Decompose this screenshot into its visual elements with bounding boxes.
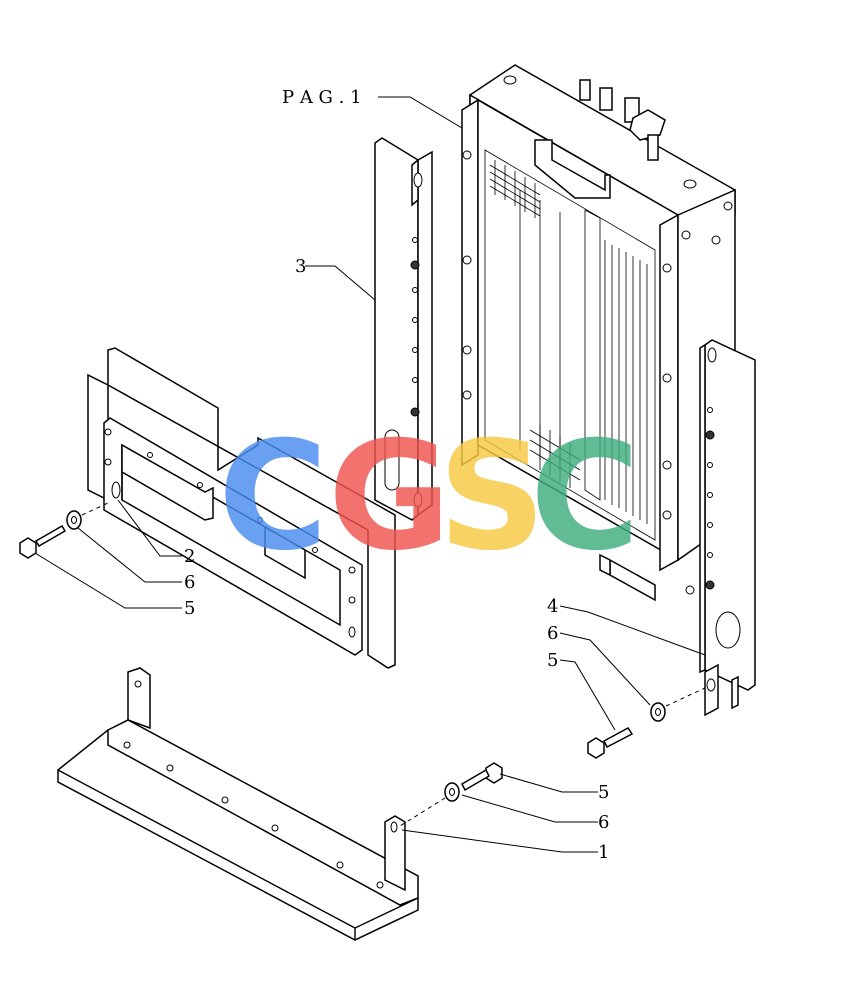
- assembly-line-right: [665, 687, 706, 707]
- assembly-line-bottom: [399, 797, 446, 827]
- washer-left: [66, 510, 82, 530]
- watermark-letter-g: G: [328, 410, 451, 584]
- callout-3: 3: [295, 256, 306, 277]
- washer-bottom: [444, 782, 460, 802]
- watermark-letter-s: S: [438, 410, 546, 584]
- side-strip-part-4: [699, 339, 756, 717]
- callout-5-left: 5: [184, 598, 195, 619]
- core-fins: [519, 190, 648, 524]
- reference-label-pag-1: P A G . 1: [282, 87, 362, 108]
- callout-4: 4: [547, 596, 558, 617]
- side-strip-part-3: [374, 137, 433, 521]
- callout-1: 1: [598, 842, 609, 863]
- callout-6-bottom: 6: [598, 812, 609, 833]
- mesh-patch-top: [489, 160, 541, 218]
- callout-2: 2: [184, 546, 195, 567]
- seal-plate-part-2: [87, 347, 396, 669]
- bottom-bracket-part-1: [57, 667, 419, 941]
- bolt-left: [19, 524, 67, 559]
- leader-lines: [34, 96, 706, 853]
- callout-6-left: 6: [184, 572, 195, 593]
- callout-5-bottom: 5: [598, 782, 609, 803]
- watermark-logo: C G S C: [218, 410, 640, 584]
- callout-6-right: 6: [547, 623, 558, 644]
- bolt-bottom: [461, 762, 503, 792]
- washer-right: [650, 702, 666, 722]
- bolt-right: [587, 727, 634, 759]
- callout-5-right: 5: [547, 650, 558, 671]
- watermark-letter-c2: C: [530, 410, 640, 584]
- watermark-letter-c1: C: [218, 410, 328, 584]
- frame-bolts: [462, 150, 733, 595]
- mesh-patch-bottom: [529, 425, 581, 488]
